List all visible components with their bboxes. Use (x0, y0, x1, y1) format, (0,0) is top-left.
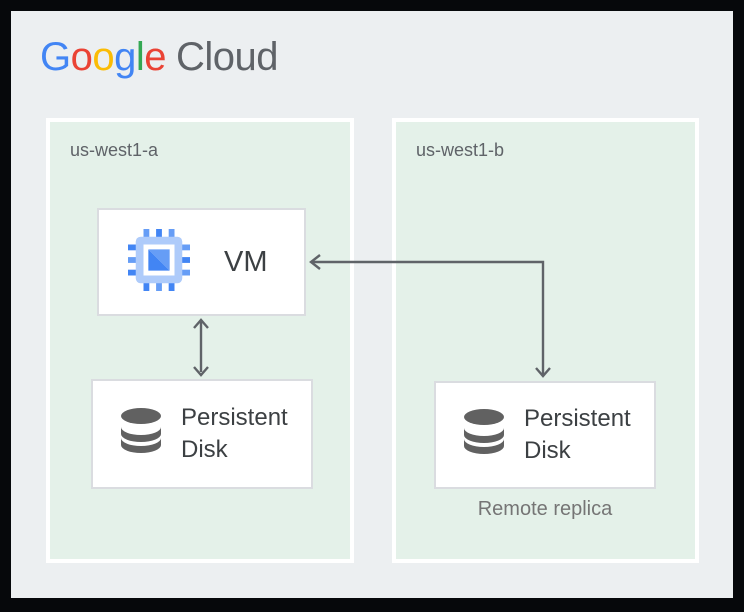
logo-letter: o (70, 35, 93, 79)
remote-replica-caption: Remote replica (477, 498, 613, 520)
zone-label: us-west1-a (70, 140, 159, 160)
compute-engine-chip-icon (128, 228, 190, 296)
persistent-disk-icon (464, 408, 504, 462)
vm-node: VM (97, 208, 306, 316)
zone-label: us-west1-b (416, 140, 505, 160)
logo-letter: o (92, 35, 115, 79)
logo-letter: g (114, 35, 136, 79)
logo-letter: G (40, 35, 71, 79)
persistent-disk-node-a: Persistent Disk (91, 379, 313, 489)
persistent-disk-node-b: Persistent Disk (434, 381, 656, 489)
zone-us-west1-a: us-west1-a (46, 118, 354, 563)
persistent-disk-label: Persistent Disk (524, 405, 631, 464)
persistent-disk-icon (121, 407, 161, 461)
logo-letter: e (144, 35, 167, 79)
logo-cloud-text: Cloud (176, 35, 279, 79)
persistent-disk-label: Persistent Disk (181, 404, 288, 463)
zone-us-west1-b: us-west1-b (392, 118, 699, 563)
logo-letter: l (135, 35, 145, 79)
vm-label: VM (224, 245, 268, 278)
